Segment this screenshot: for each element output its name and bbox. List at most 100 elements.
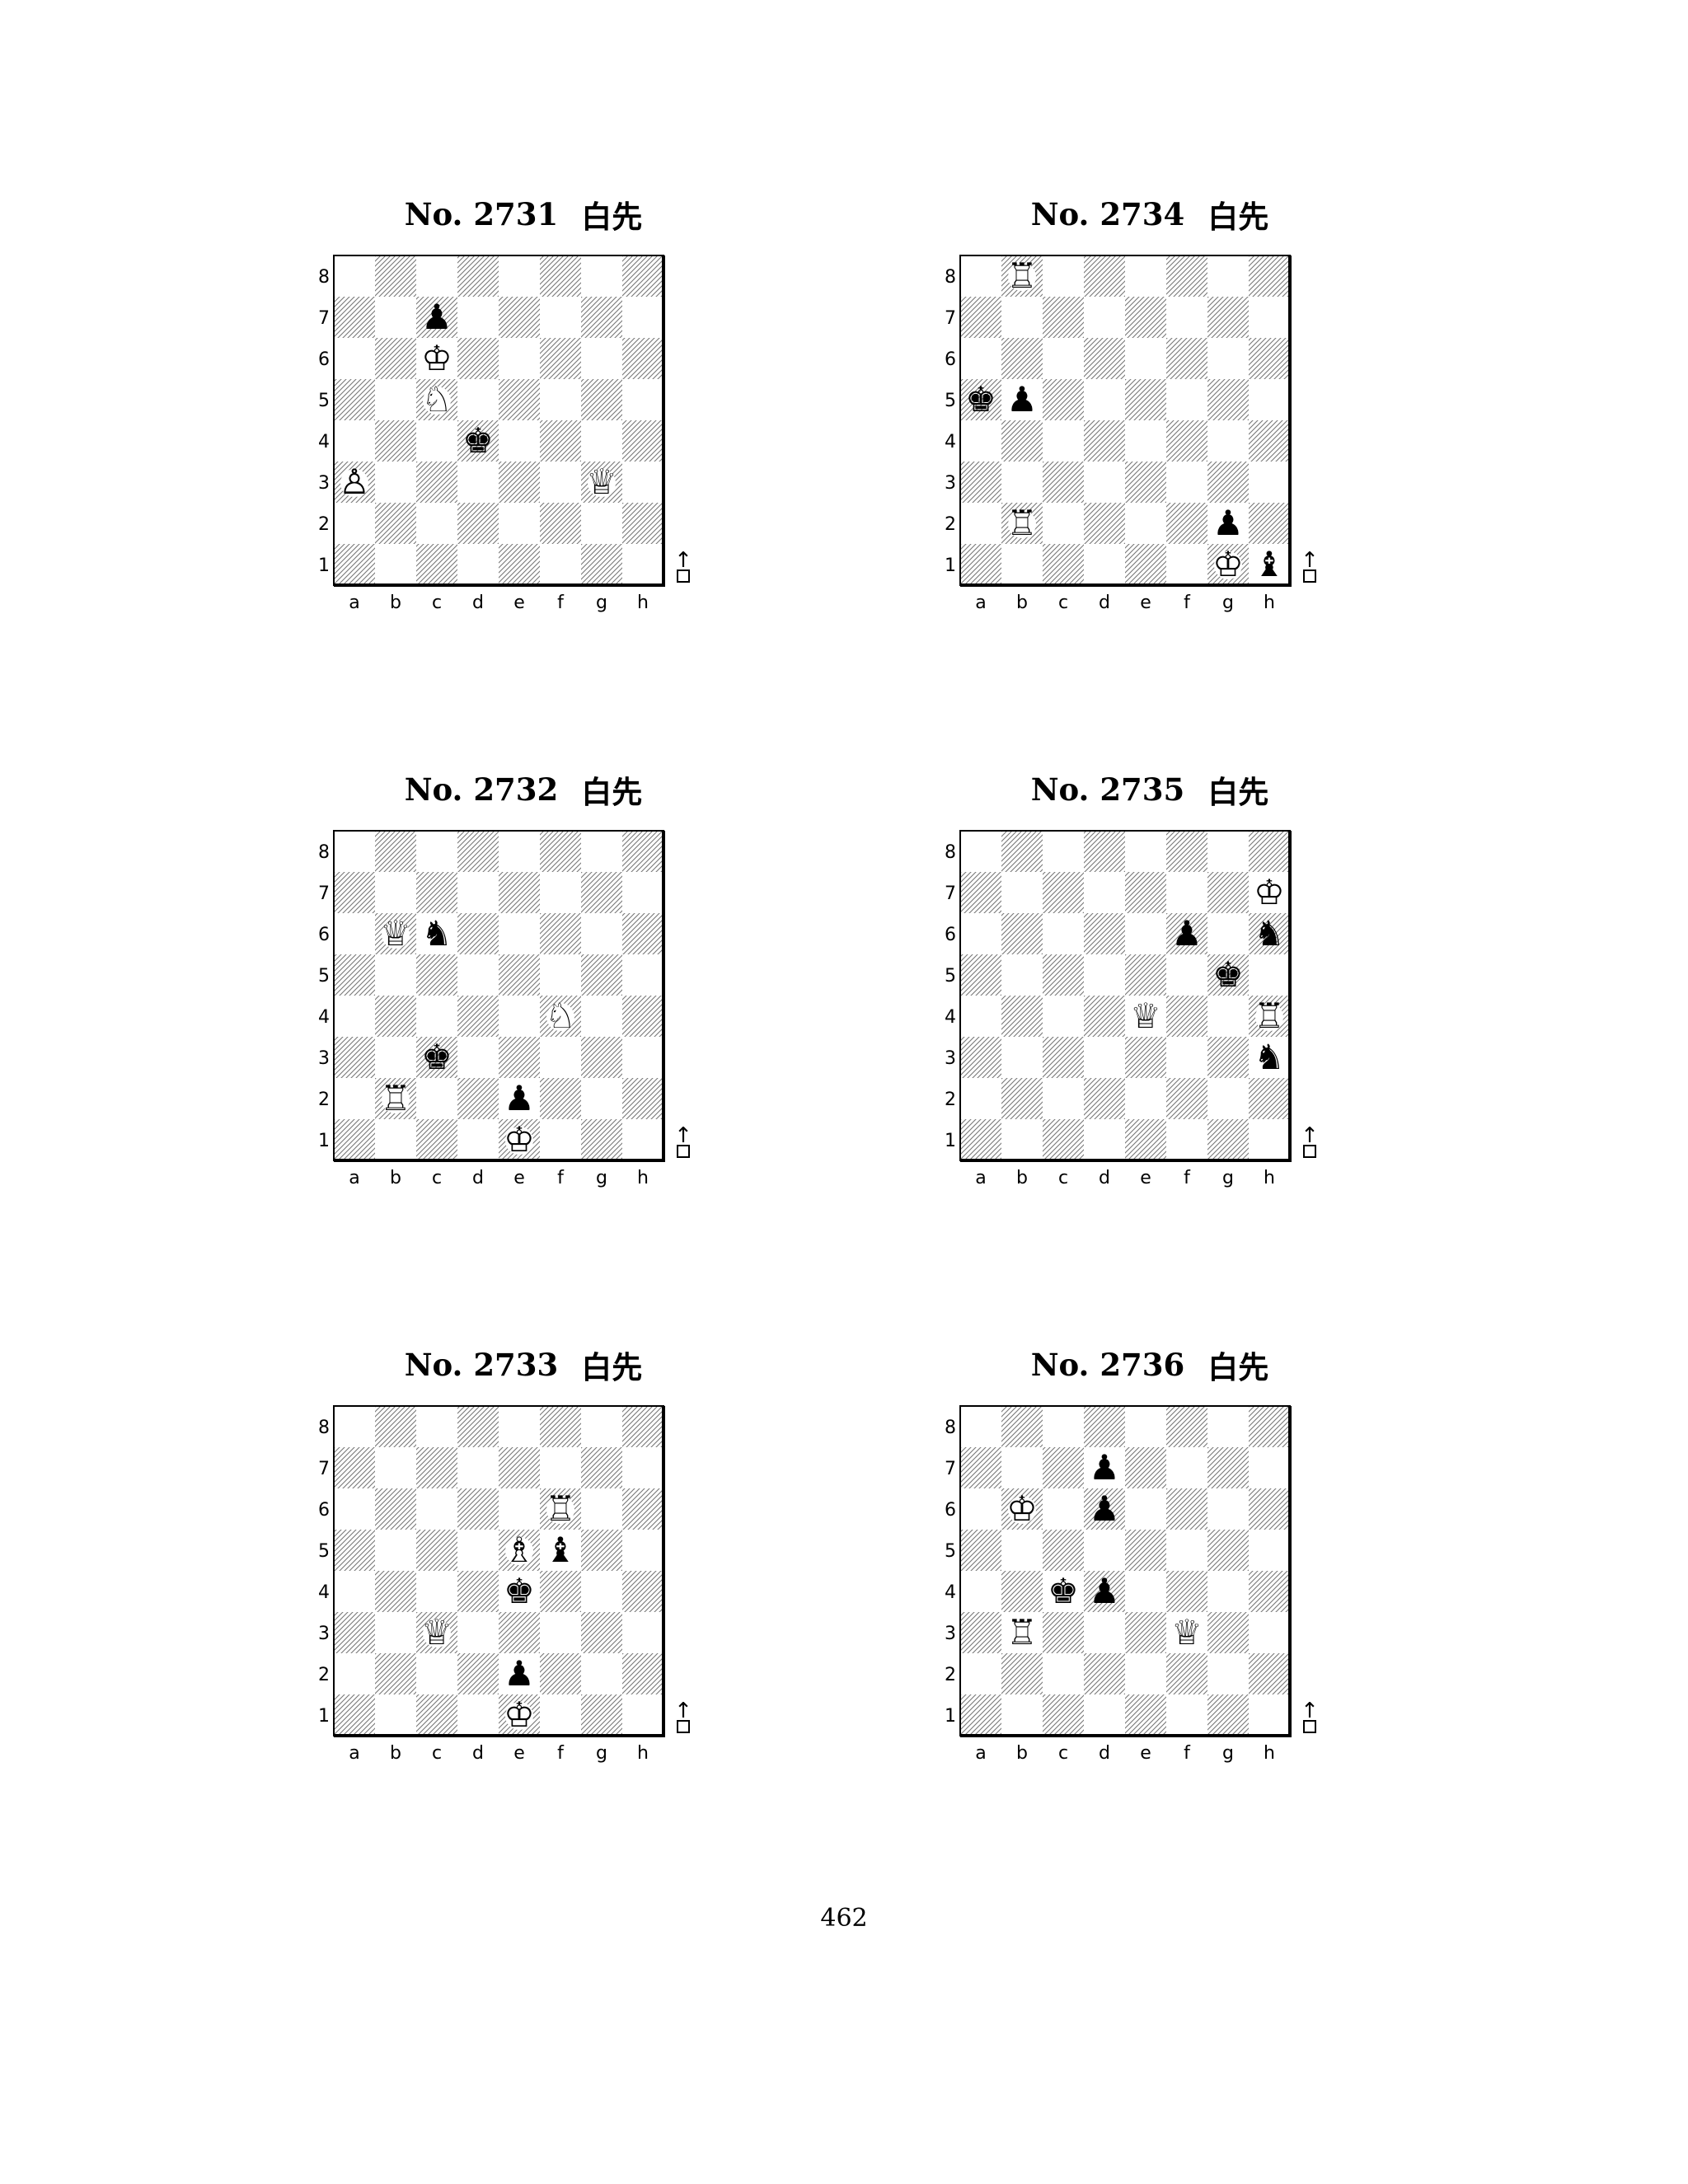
black-pawn-piece: ♟ (1089, 1447, 1120, 1488)
board-square (1043, 1488, 1084, 1530)
black-pawn-piece: ♟ (504, 1653, 535, 1694)
board-square (1125, 1530, 1166, 1571)
board-square (499, 379, 540, 420)
white-king-piece: ♔ (1006, 1488, 1038, 1529)
board-square (334, 1612, 375, 1653)
board-square (581, 996, 622, 1037)
board-square (499, 913, 540, 954)
board-square (1166, 420, 1207, 462)
board-square (1249, 1530, 1290, 1571)
board-square (499, 297, 540, 338)
side-box-icon (677, 569, 690, 583)
board-square (540, 1530, 581, 1571)
board-square (1125, 338, 1166, 379)
board-square (1249, 503, 1290, 544)
piece-backdrop (1255, 879, 1283, 907)
board-square (334, 1037, 375, 1078)
board-square (540, 954, 581, 996)
board-square (1166, 1571, 1207, 1612)
board-square (375, 544, 416, 585)
board-square (622, 1694, 663, 1736)
board-square (622, 1406, 663, 1447)
board-square (457, 1119, 499, 1160)
board-square (375, 831, 416, 872)
board-square (375, 255, 416, 297)
side-box-icon (677, 1145, 690, 1158)
board-square (1043, 1571, 1084, 1612)
board-square (581, 1694, 622, 1736)
board-square (1249, 1571, 1290, 1612)
file-label: a (975, 1168, 986, 1188)
board-square (457, 872, 499, 913)
board-square (1043, 1653, 1084, 1694)
piece-backdrop (340, 469, 368, 497)
board-square (1001, 297, 1043, 338)
board-square (499, 1612, 540, 1653)
board-square (499, 1406, 540, 1447)
rank-label: 7 (318, 1459, 330, 1479)
board-square (375, 420, 416, 462)
file-label: h (1264, 593, 1275, 613)
rank-label: 6 (318, 1500, 330, 1521)
side-box-icon (1303, 569, 1316, 583)
piece-backdrop (1173, 1619, 1201, 1647)
board-square (1084, 1612, 1125, 1653)
board-square (457, 1694, 499, 1736)
board-square (1249, 462, 1290, 503)
board-square (1001, 1447, 1043, 1488)
board-square (622, 1653, 663, 1694)
rank-label: 7 (945, 308, 956, 329)
board-square (960, 1571, 1001, 1612)
rank-label: 4 (318, 432, 330, 452)
board-square (375, 379, 416, 420)
board-square (1043, 872, 1084, 913)
board-square (622, 1119, 663, 1160)
side-to-move: 白先 (581, 199, 643, 235)
board-square (1043, 954, 1084, 996)
rank-label: 2 (318, 1090, 330, 1110)
board-square (1166, 1447, 1207, 1488)
board-square (1166, 1530, 1207, 1571)
rank-label: 7 (945, 1459, 956, 1479)
board-square (540, 1447, 581, 1488)
white-bishop-piece: ♗ (504, 1530, 535, 1570)
board-square (375, 1488, 416, 1530)
board-square (1166, 462, 1207, 503)
board-square (622, 503, 663, 544)
rank-label: 5 (945, 391, 956, 411)
piece-backdrop (423, 1619, 451, 1647)
board-square (1084, 1653, 1125, 1694)
board-square (375, 1694, 416, 1736)
board-square (581, 1488, 622, 1530)
board-square (540, 1653, 581, 1694)
side-box-icon (677, 1720, 690, 1733)
white-king-piece: ♔ (1212, 544, 1244, 584)
board-square (1207, 1119, 1249, 1160)
board-square (416, 1037, 457, 1078)
board-square (1125, 255, 1166, 297)
side-box-icon (1303, 1720, 1316, 1733)
board-square (375, 503, 416, 544)
board-square (960, 462, 1001, 503)
file-label: h (637, 1168, 649, 1188)
board-square (1166, 379, 1207, 420)
board-square (334, 503, 375, 544)
file-label: a (975, 593, 986, 613)
file-label: e (1140, 1168, 1151, 1188)
board-square (960, 544, 1001, 585)
board-square (375, 338, 416, 379)
board-square (581, 1119, 622, 1160)
board-square (1249, 1447, 1290, 1488)
board-square (622, 1488, 663, 1530)
board-square (1084, 954, 1125, 996)
board-square (540, 1078, 581, 1119)
board-square (1207, 831, 1249, 872)
board-square (1125, 503, 1166, 544)
file-label: g (596, 1168, 607, 1188)
board-square (1084, 544, 1125, 585)
file-label: g (596, 1743, 607, 1764)
rank-label: 4 (318, 1582, 330, 1603)
board-square (1166, 297, 1207, 338)
